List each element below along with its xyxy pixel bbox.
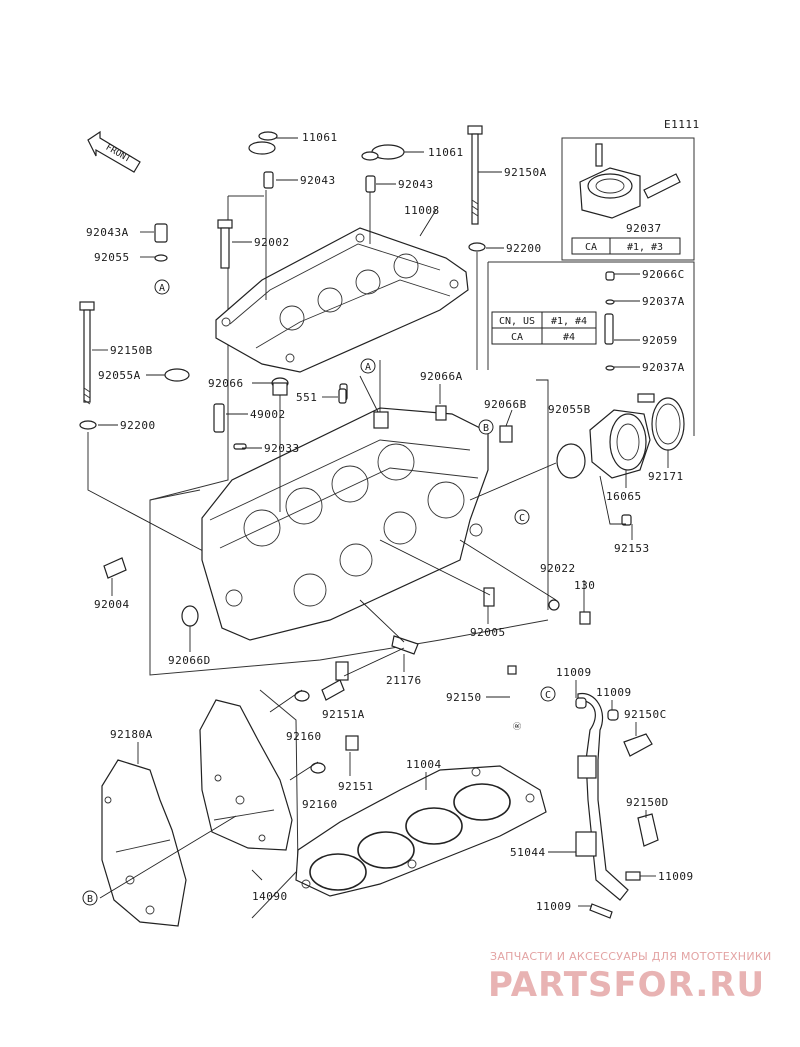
o-ring-part bbox=[556, 443, 586, 479]
part-number-callout: 11009 bbox=[556, 666, 592, 679]
part-number-callout: 11004 bbox=[406, 758, 442, 771]
ca-table-cell: #1, #3 bbox=[627, 242, 663, 253]
ca-holder-box bbox=[561, 137, 695, 261]
part-number-callout: 92171 bbox=[648, 470, 684, 483]
head-gasket-part bbox=[295, 765, 547, 897]
part-number-callout: 92002 bbox=[254, 236, 290, 249]
part-number-callout: 92066C bbox=[642, 268, 685, 281]
oil-pipe-part bbox=[575, 693, 629, 901]
svg-text:C: C bbox=[519, 513, 525, 524]
cam-chain-cover-part bbox=[199, 699, 293, 851]
reference-bubble-c: C bbox=[514, 509, 530, 525]
part-number-callout: 16065 bbox=[606, 490, 642, 503]
part-number-callout: 92200 bbox=[120, 419, 156, 432]
reference-bubble-a: A bbox=[360, 358, 376, 374]
cylinder-head-part bbox=[201, 407, 489, 641]
part-number-callout: 92022 bbox=[540, 562, 576, 575]
svg-text:A: A bbox=[365, 362, 371, 373]
long-bolt-part bbox=[79, 301, 190, 430]
bolt-part bbox=[217, 219, 233, 269]
part-number-callout: 11061 bbox=[302, 131, 338, 144]
part-number-callout: 11009 bbox=[658, 870, 694, 883]
grommet-part bbox=[248, 131, 405, 161]
part-number-callout: 92005 bbox=[470, 626, 506, 639]
end-cover-part bbox=[101, 759, 187, 927]
part-number-callout: 11061 bbox=[428, 146, 464, 159]
part-number-callout: 92037A bbox=[642, 361, 685, 374]
part-number-callout: 51044 bbox=[510, 846, 546, 859]
part-number-callout: 92150D bbox=[626, 796, 669, 809]
part-number-callout: 11009 bbox=[536, 900, 572, 913]
cnus-table-cell: #1, #4 bbox=[551, 316, 587, 327]
part-number-callout: 92200 bbox=[506, 242, 542, 255]
part-number-callout: 92033 bbox=[264, 442, 300, 455]
part-number-callout: 92066D bbox=[168, 654, 211, 667]
cnus-table-cell: #4 bbox=[563, 332, 575, 343]
part-number-callout: 92043 bbox=[300, 174, 336, 187]
svg-text:B: B bbox=[87, 894, 93, 905]
part-number-callout: 92150C bbox=[624, 708, 667, 721]
reference-bubble-c: C bbox=[540, 686, 556, 702]
long-bolt-part bbox=[467, 125, 486, 252]
reference-bubble-b: B bbox=[82, 890, 98, 906]
part-number-callout: 92043A bbox=[86, 226, 129, 239]
intake-holder-part bbox=[589, 409, 651, 479]
part-number-callout: 92180A bbox=[110, 728, 153, 741]
part-number-callout: 11009 bbox=[596, 686, 632, 699]
part-number-callout: 92066B bbox=[484, 398, 527, 411]
clamp-part bbox=[637, 393, 685, 451]
svg-text:C: C bbox=[545, 690, 551, 701]
part-number-callout: 92059 bbox=[642, 334, 678, 347]
part-number-callout: 92043 bbox=[398, 178, 434, 191]
part-number-callout: 49002 bbox=[250, 408, 286, 421]
part-number-callout: 92055A bbox=[98, 369, 141, 382]
part-number-callout: 92160 bbox=[302, 798, 338, 811]
cnus-table-cell: CA bbox=[511, 332, 523, 343]
intake-holder-part bbox=[579, 143, 681, 219]
part-number-callout: 92150 bbox=[446, 691, 482, 704]
part-number-callout: 14090 bbox=[252, 890, 288, 903]
part-number-callout: 92055 bbox=[94, 251, 130, 264]
watermark-logo: PARTSFOR.RU bbox=[488, 965, 765, 1005]
part-number-callout: 11008 bbox=[404, 204, 440, 217]
part-number-callout: 92037A bbox=[642, 295, 685, 308]
part-number-callout: 92153 bbox=[614, 542, 650, 555]
watermark-tagline: ЗАПЧАСТИ И АКСЕССУАРЫ ДЛЯ МОТОТЕХНИКИ bbox=[490, 950, 772, 963]
reference-bubble-b: B bbox=[478, 419, 494, 435]
part-number-callout: 92150B bbox=[110, 344, 153, 357]
part-number-callout: 92066 bbox=[208, 377, 244, 390]
part-number-callout: 92037 bbox=[626, 222, 662, 235]
part-number-callout: 92160 bbox=[286, 730, 322, 743]
part-number-callout: 92004 bbox=[94, 598, 130, 611]
part-number-callout: 130 bbox=[574, 579, 595, 592]
diagram-code: E1111 bbox=[664, 118, 700, 131]
part-number-callout: 92066A bbox=[420, 370, 463, 383]
registered-mark: Ⓡ bbox=[513, 722, 522, 730]
part-number-callout: 92151 bbox=[338, 780, 374, 793]
cover-group-frame bbox=[149, 196, 549, 676]
part-number-callout: 92151A bbox=[322, 708, 365, 721]
part-number-callout: 92055B bbox=[548, 403, 591, 416]
svg-text:B: B bbox=[483, 423, 489, 434]
part-number-callout: 551 bbox=[296, 391, 317, 404]
svg-text:A: A bbox=[159, 283, 165, 294]
cnus-table-cell: CN, US bbox=[499, 316, 535, 327]
cam-cover-part bbox=[215, 227, 469, 373]
part-number-callout: 21176 bbox=[386, 674, 422, 687]
part-number-callout: 92150A bbox=[504, 166, 547, 179]
front-arrow-icon: FRONT bbox=[87, 130, 141, 173]
ca-table-cell: CA bbox=[585, 242, 597, 253]
reference-bubble-a: A bbox=[154, 279, 170, 295]
